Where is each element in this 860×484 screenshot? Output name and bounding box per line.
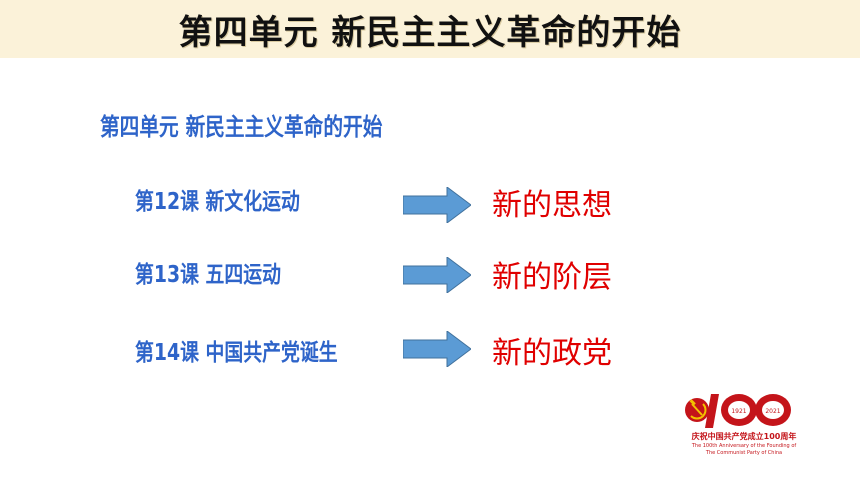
year-left: 1921 [731, 408, 746, 415]
arrow-right-icon [403, 187, 471, 223]
year-right: 2021 [765, 408, 780, 415]
lesson-14-result: 新的政党 [492, 336, 612, 371]
hammer-sickle-icon [685, 398, 709, 422]
unit-heading: 第四单元 新民主主义革命的开始 [100, 113, 383, 141]
centenary-logo: 1921 2021 [685, 394, 791, 428]
slide-title: 第四单元 新民主主义革命的开始 [178, 12, 682, 53]
lesson-13-label: 第13课 五四运动 [135, 262, 281, 288]
logo-caption: 庆祝中国共产党成立100周年 [691, 432, 797, 441]
logo-subtitle-line-1: The 100th Anniversary of the Founding of [691, 443, 797, 449]
lesson-14-label: 第14课 中国共产党诞生 [135, 340, 338, 366]
lesson-13-result: 新的阶层 [492, 260, 612, 295]
digit-one [705, 394, 719, 428]
arrow-right-icon [403, 331, 471, 367]
title-bar: 第四单元 新民主主义革命的开始 [0, 0, 860, 58]
lesson-12-result: 新的思想 [492, 188, 612, 223]
lesson-12-label: 第12课 新文化运动 [135, 189, 300, 215]
arrow-right-icon [403, 257, 471, 293]
logo-subtitle-line-2: The Communist Party of China [705, 450, 783, 456]
